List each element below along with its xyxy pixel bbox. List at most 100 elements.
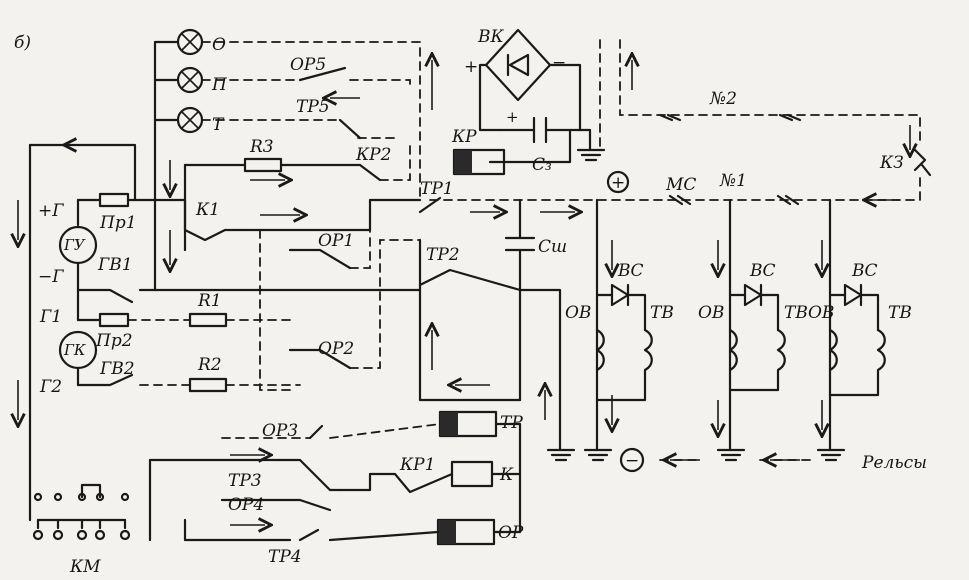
top-left-wire: [28, 143, 137, 202]
main-line-ms: [429, 174, 921, 201]
label-pr1: Пр1: [99, 213, 137, 233]
label-plus: +: [464, 57, 478, 77]
or3-to-tr: [329, 423, 441, 439]
lamp-common-wire: [153, 40, 180, 292]
label-tr4: ТР4: [268, 547, 302, 567]
r3-wire: [183, 163, 382, 182]
chevrons-ms: [668, 194, 800, 206]
switch-tr5: [338, 118, 362, 140]
capacitor-c3: [498, 116, 582, 144]
minus-terminal: [619, 447, 645, 473]
label-g1: Г1: [39, 307, 62, 327]
chevrons-no2-b: [778, 113, 802, 122]
label-gv1: ГВ1: [97, 255, 133, 275]
label-pr2: Пр2: [95, 331, 133, 351]
resistor-r2: [188, 377, 228, 393]
or-side-line: [259, 229, 291, 391]
wagon-3: [816, 198, 886, 462]
tr1-wire: [238, 198, 422, 232]
label-tv-1: ТВ: [650, 303, 674, 323]
label-tr5: ТР5: [296, 97, 330, 117]
label-g2: Г2: [39, 377, 62, 397]
label-minus: −: [552, 53, 566, 73]
or2-line: [349, 239, 421, 369]
chevrons-no2-a: [658, 113, 682, 122]
switch-or3: [308, 424, 324, 440]
switch-gv1: [76, 288, 134, 304]
label-ms: МС: [665, 175, 696, 195]
csh-down-wire: [518, 288, 562, 452]
label-or4: ОР4: [228, 495, 264, 515]
label-ov-3: ОВ: [808, 303, 834, 323]
capacitor-csh: [504, 236, 536, 252]
wire-o-line: [201, 41, 421, 201]
label-circle-minus: −: [625, 451, 639, 471]
coil-k: [450, 460, 494, 488]
relay-kr: [452, 128, 572, 176]
lamp-t: [176, 106, 204, 134]
label-k1: К1: [195, 200, 220, 220]
label-rails: Рельсы: [861, 453, 927, 473]
label-km: КМ: [69, 557, 101, 577]
switch-gv2: [76, 373, 134, 387]
lamp-branch-wires: [153, 78, 180, 122]
label-vs-1: ВС: [617, 261, 644, 281]
rectifier-vk: [478, 28, 582, 132]
coil-tr: [438, 410, 498, 438]
or4-wire: [220, 498, 332, 512]
tr2-wire: [418, 238, 522, 402]
coil-or: [436, 518, 496, 546]
label-kr1: КР1: [399, 455, 435, 475]
switch-or1: [288, 248, 352, 270]
switch-or5: [298, 66, 347, 82]
label-gk: ГК: [63, 341, 86, 359]
label-plus-g: +Г: [38, 201, 64, 221]
label-tr2: ТР2: [426, 245, 460, 265]
label-r1: R1: [197, 291, 222, 311]
label-kr: КР: [451, 127, 477, 147]
lamp-o: [176, 28, 204, 56]
label-tr3: ТР3: [228, 471, 262, 491]
lamp-p: [176, 66, 204, 94]
wagon-1: [583, 198, 653, 462]
label-c3-plus: +: [506, 108, 519, 126]
plus-terminal: [606, 170, 630, 194]
label-kr2: КР2: [355, 145, 391, 165]
label-or2: ОР2: [318, 339, 354, 359]
switch-or2: [288, 348, 352, 370]
kr1-wire: [338, 472, 454, 494]
label-no2: №2: [709, 89, 737, 109]
label-kz: КЗ: [879, 153, 904, 173]
label-csh: Сш: [538, 237, 567, 257]
short-circuit-kz: [913, 148, 932, 177]
label-no1: №1: [719, 171, 747, 191]
line-no2: [619, 39, 921, 141]
ground-left: [546, 448, 576, 462]
resistor-r1: [188, 312, 228, 328]
tr3-wire: [148, 458, 342, 542]
label-r2: R2: [197, 355, 222, 375]
label-tv-2: ТВ: [784, 303, 808, 323]
label-ov-1: ОВ: [565, 303, 591, 323]
tr4-to-or: [328, 530, 440, 542]
coil-right-bus: [490, 422, 522, 534]
label-tr1: ТР1: [420, 179, 454, 199]
switch-tr1: [418, 196, 442, 214]
switch-tr2: [418, 268, 522, 292]
fuse-pr2: [98, 312, 130, 328]
label-o: О: [212, 35, 226, 55]
controller-km: [32, 483, 131, 541]
wagon-2: [716, 198, 786, 462]
label-r3: R3: [249, 137, 274, 157]
fuse-pr1: [98, 192, 130, 208]
label-vk: ВК: [477, 27, 504, 47]
label-p: П: [211, 75, 228, 95]
label-or3: ОР3: [262, 421, 298, 441]
label-gu: ГУ: [63, 236, 86, 254]
label-or1: ОР1: [318, 231, 354, 251]
ground-top: [576, 148, 606, 162]
label-t: Т: [212, 115, 225, 135]
label-tv-3: ТВ: [888, 303, 912, 323]
